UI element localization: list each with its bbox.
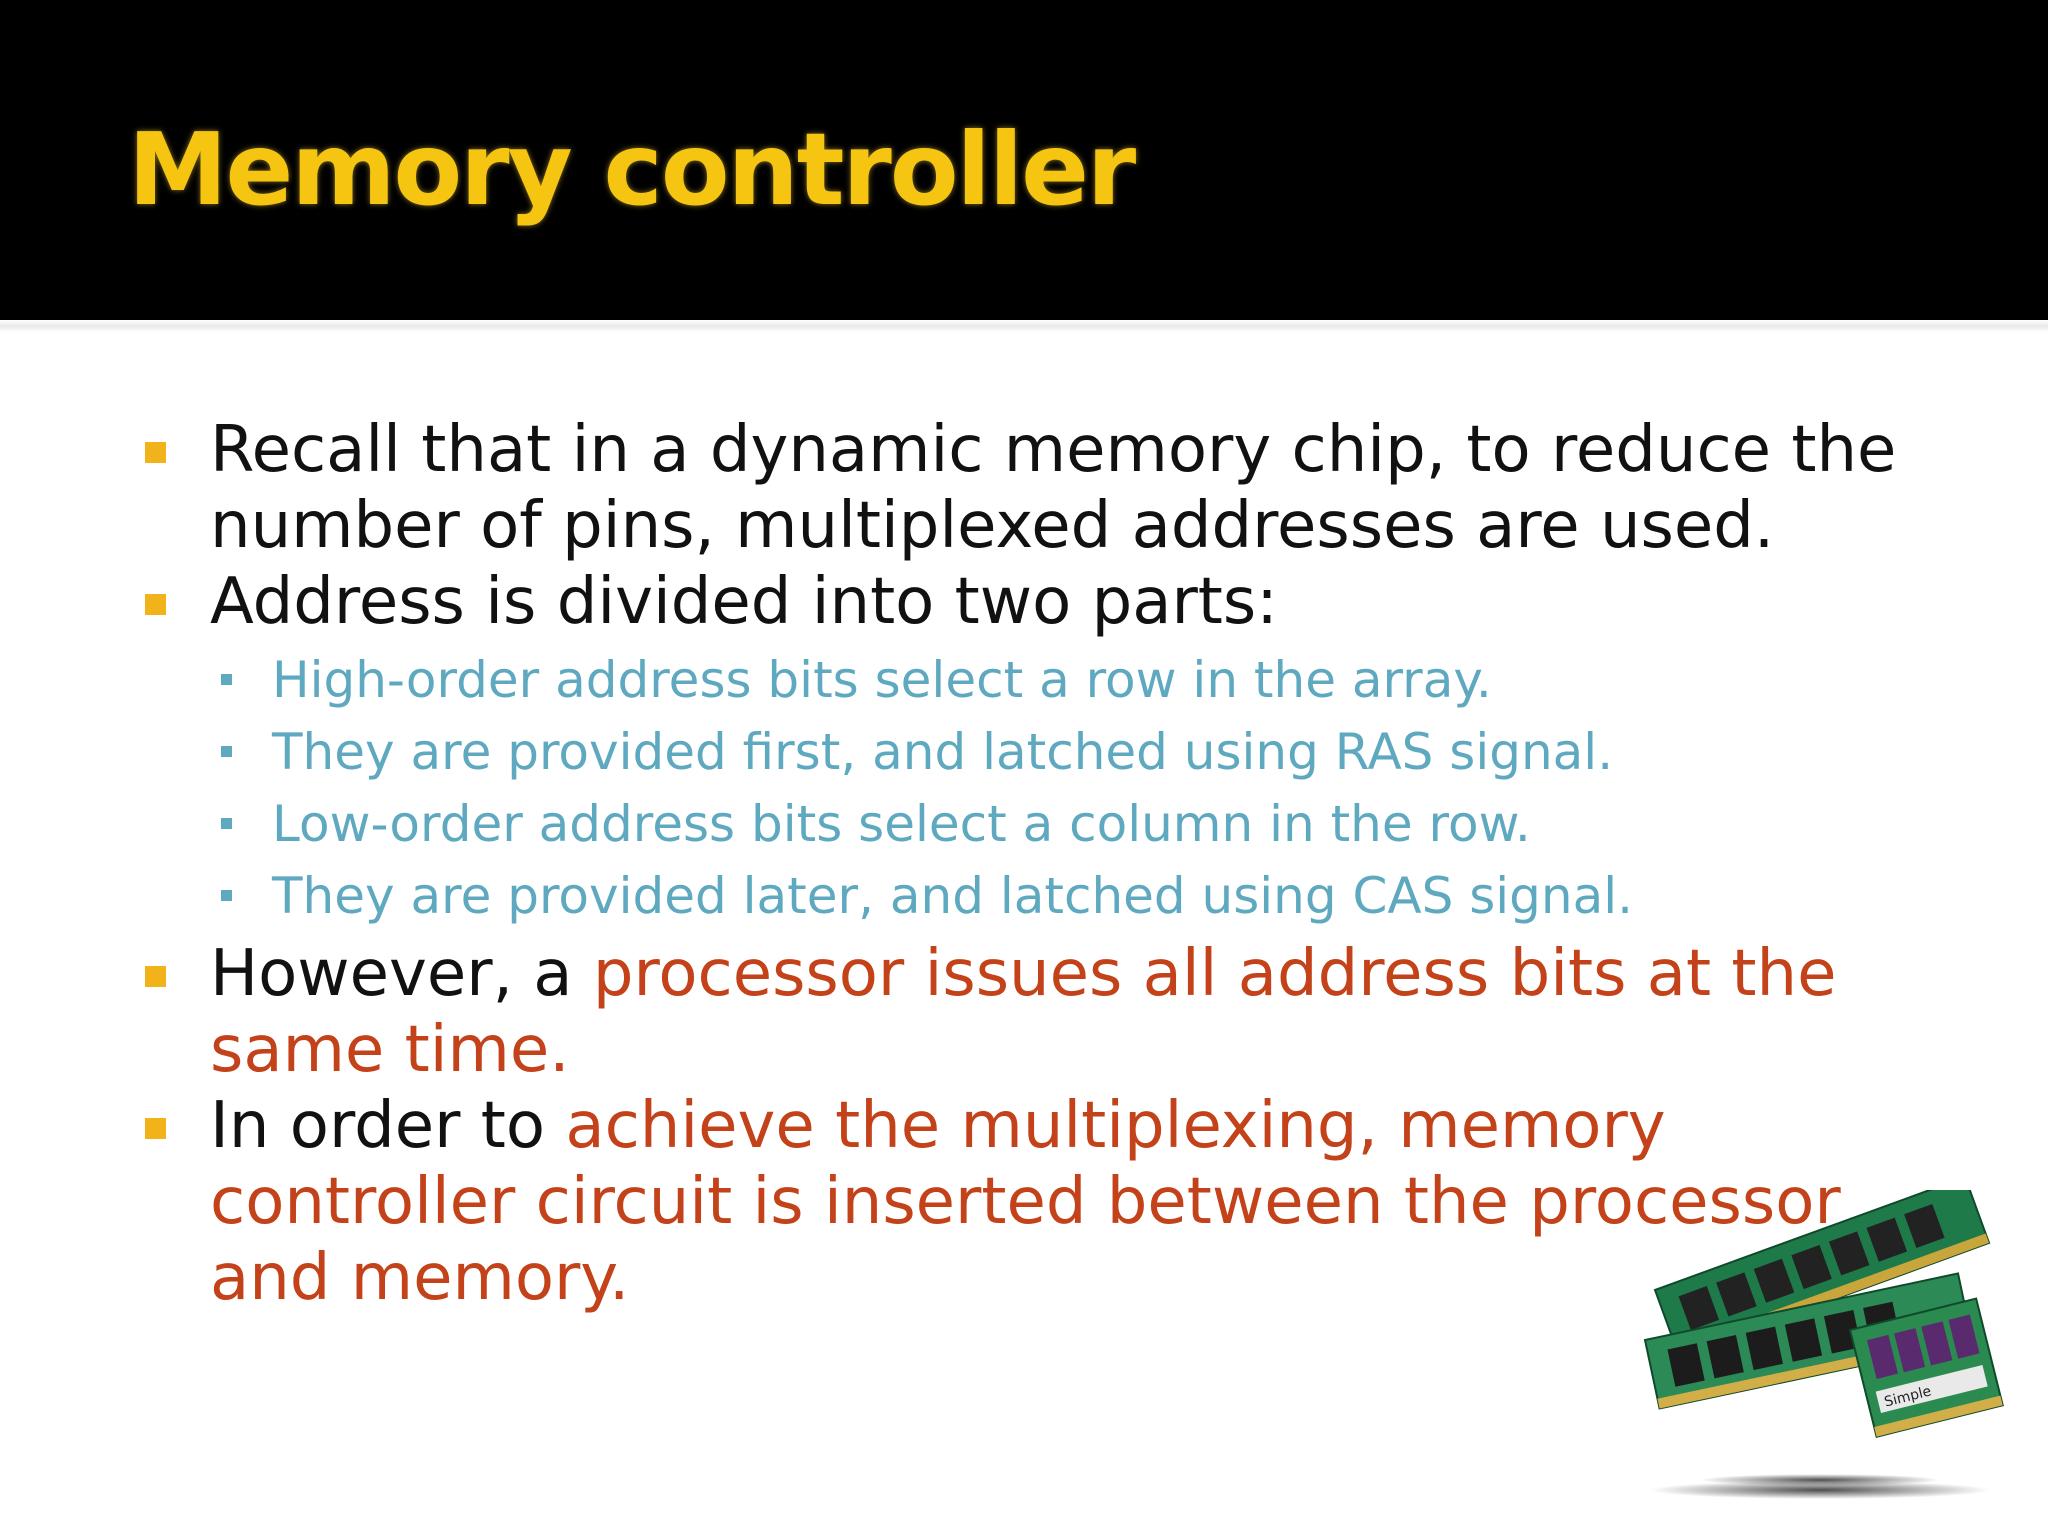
slide-title: Memory controller <box>128 111 1136 228</box>
square-bullet-icon <box>221 746 232 757</box>
sub-bullet-item: They are provided later, and latched usi… <box>140 860 1930 932</box>
bullet-text: Address is divided into two parts: <box>210 565 1278 639</box>
square-bullet-icon <box>221 818 232 829</box>
bullet-item: Recall that in a dynamic memory chip, to… <box>140 412 1930 564</box>
bullet-text-plain: However, a <box>210 937 593 1011</box>
sub-bullet-text: They are provided later, and latched usi… <box>272 867 1634 925</box>
sub-bullet-list: High-order address bits select a row in … <box>140 644 1930 932</box>
square-bullet-icon <box>221 890 232 901</box>
bullet-item: In order to achieve the multiplexing, me… <box>140 1088 1930 1316</box>
sub-bullet-text: High-order address bits select a row in … <box>272 651 1492 709</box>
square-bullet-icon <box>145 966 166 987</box>
bullet-text-highlight: achieve the multiplexing, memory control… <box>210 1089 1841 1315</box>
square-bullet-icon <box>145 594 166 615</box>
sub-bullet-item: Low-order address bits select a column i… <box>140 788 1930 860</box>
square-bullet-icon <box>145 1118 166 1139</box>
sub-bullet-item: They are provided first, and latched usi… <box>140 716 1930 788</box>
bullet-item: However, a processor issues all address … <box>140 936 1930 1088</box>
title-divider <box>0 320 2048 332</box>
square-bullet-icon <box>145 442 166 463</box>
square-bullet-icon <box>221 674 232 685</box>
bullet-text-highlight: processor issues all address bits at the… <box>210 937 1837 1087</box>
sub-bullet-text: Low-order address bits select a column i… <box>272 795 1531 853</box>
sub-bullet-text: They are provided first, and latched usi… <box>272 723 1614 781</box>
bullet-item: Address is divided into two parts: <box>140 564 1930 640</box>
ram-modules-image: Simple <box>1643 1190 2004 1499</box>
bullet-text-plain: In order to <box>210 1089 566 1163</box>
slide-body: Recall that in a dynamic memory chip, to… <box>140 412 1930 1316</box>
sub-bullet-item: High-order address bits select a row in … <box>140 644 1930 716</box>
bullet-text: Recall that in a dynamic memory chip, to… <box>210 413 1897 563</box>
title-bar: Memory controller <box>0 0 2048 320</box>
